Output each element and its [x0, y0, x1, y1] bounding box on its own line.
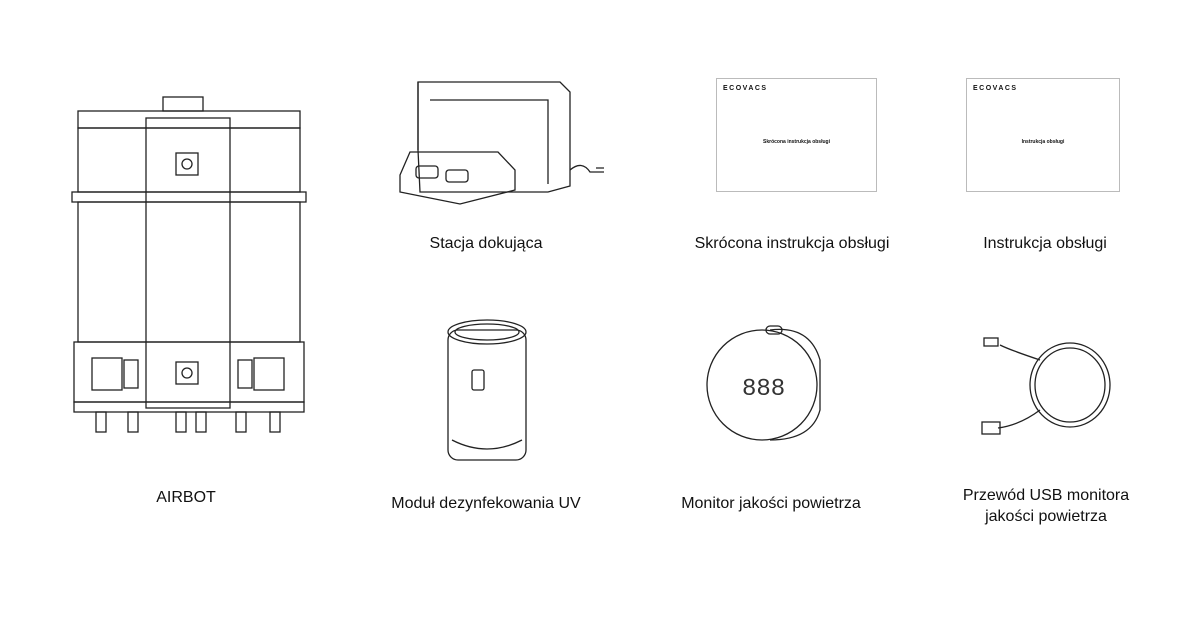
docking-station-illustration [399, 81, 604, 205]
manual-cover: ECOVACS Instrukcja obsługi [966, 78, 1120, 192]
air-monitor-label: Monitor jakości powietrza [681, 495, 861, 512]
airbot-label: AIRBOT [156, 489, 216, 506]
usb-cable-label: Przewód USB monitora jakości powietrza [963, 485, 1129, 527]
ecovacs-logo: ECOVACS [973, 85, 1018, 92]
docking-station-label: Stacja dokująca [429, 235, 543, 252]
airbot-illustration [71, 96, 307, 433]
uv-module-label: Moduł dezynfekowania UV [391, 495, 581, 512]
air-monitor-illustration: 888 [706, 325, 821, 441]
quick-guide-cover-title: Skrócona instrukcja obsługi [763, 139, 830, 145]
uv-module-illustration [447, 319, 527, 461]
quick-guide-label: Skrócona instrukcja obsługi [694, 235, 890, 252]
usb-cable-label-line1: Przewód USB monitora [962, 487, 1130, 504]
monitor-display-digits: 888 [742, 376, 785, 403]
usb-cable-illustration [981, 337, 1111, 435]
quick-guide-cover: ECOVACS Skrócona instrukcja obsługi [716, 78, 877, 192]
manual-label: Instrukcja obsługi [983, 235, 1107, 252]
manual-cover-title: Instrukcja obsługi [1021, 139, 1065, 145]
usb-cable-label-line2: jakości powietrza [985, 508, 1107, 525]
ecovacs-logo: ECOVACS [723, 85, 768, 92]
